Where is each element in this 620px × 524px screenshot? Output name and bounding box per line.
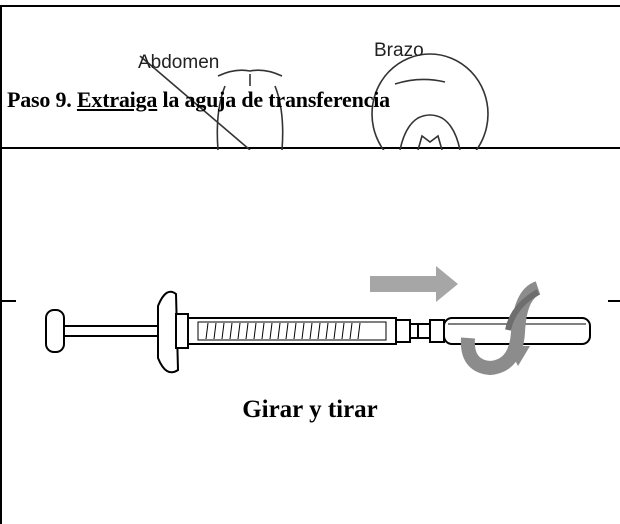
body-outline-figure [139,53,489,150]
section-divider [0,147,620,149]
left-border [0,5,2,524]
row-tick-right [608,300,620,302]
step-text: la aguja de transferencia [162,87,391,112]
syringe-illustration [45,266,591,376]
step-verb: Extraiga [76,87,158,112]
transfer-needle-cap [417,317,591,345]
step-heading: Paso 9. Extraiga la aguja de transferenc… [7,87,390,113]
pull-arrow-icon [370,266,458,302]
top-border [0,5,620,7]
brazo-label: Brazo [374,40,424,61]
syringe-flange [157,290,189,374]
twist-arrowhead-icon [508,346,530,366]
syringe-plunger [45,309,175,353]
step-number: Paso 9. [7,87,72,112]
abdomen-label: Abdomen [138,52,220,73]
illustration-caption: Girar y tirar [242,396,378,423]
row-tick-left [0,300,16,302]
barrel-graduations [205,322,361,340]
